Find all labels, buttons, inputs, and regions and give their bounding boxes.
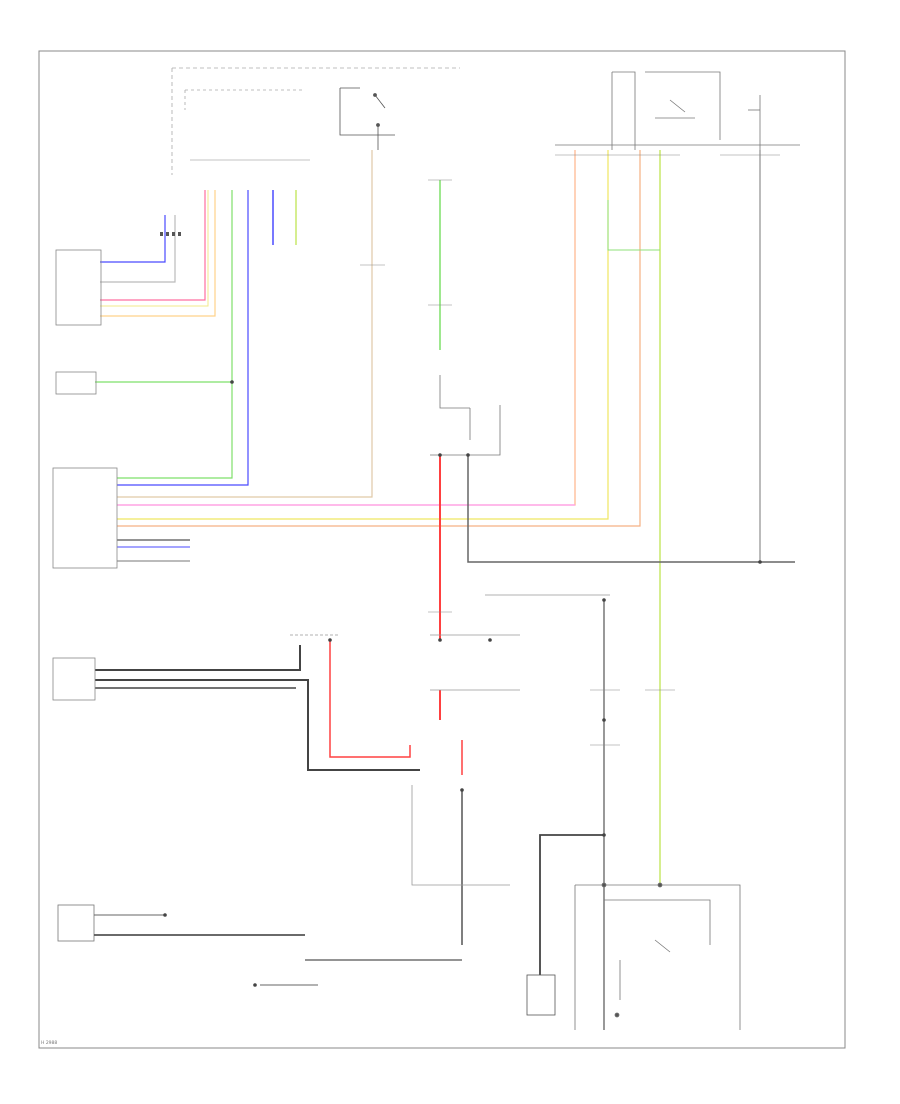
wire-yellow-light	[100, 190, 209, 307]
junction-dots	[163, 380, 762, 987]
wire-gray-right	[467, 455, 795, 563]
automatic-transmission-sensor-box	[55, 371, 97, 395]
wire-red-sensor	[100, 190, 206, 301]
ignition-switch-box	[339, 87, 395, 150]
starter-motor-box	[574, 882, 741, 1030]
generator-symbol	[526, 974, 556, 1016]
wire-blue	[117, 190, 249, 486]
top-connector-pins	[160, 232, 181, 236]
wire-black-generator	[539, 834, 604, 975]
transit-relay-box	[52, 657, 96, 701]
wire-red-left	[329, 640, 411, 758]
wire-gray-starter-feed	[411, 785, 510, 886]
connector-ticks	[190, 154, 780, 746]
wire-black-transit-1	[95, 645, 301, 671]
wire-gray-ignition	[117, 150, 373, 498]
wire-yellow-sensor	[100, 190, 216, 317]
wire-yellow	[117, 150, 609, 520]
wire-black-transit-2	[95, 679, 420, 771]
wire-green-relay	[607, 200, 660, 251]
engine-control-module-box	[52, 467, 118, 569]
footer-code: H 2988	[41, 1041, 58, 1046]
accelerator-switch-box	[55, 249, 102, 326]
top-module-outline	[171, 67, 460, 175]
wire-blue-top	[100, 215, 166, 263]
wire-green-left	[117, 190, 233, 479]
top-right-relay-outlines	[555, 71, 800, 150]
battery-sensing-module-symbol	[57, 904, 95, 942]
diagram-border	[38, 50, 846, 1049]
battery-sensor-relay	[430, 375, 501, 456]
wire-gray-stub	[100, 215, 176, 283]
wire-orange-2	[117, 150, 641, 527]
fuse-block-outline	[290, 594, 610, 691]
wire-orange	[117, 150, 576, 506]
